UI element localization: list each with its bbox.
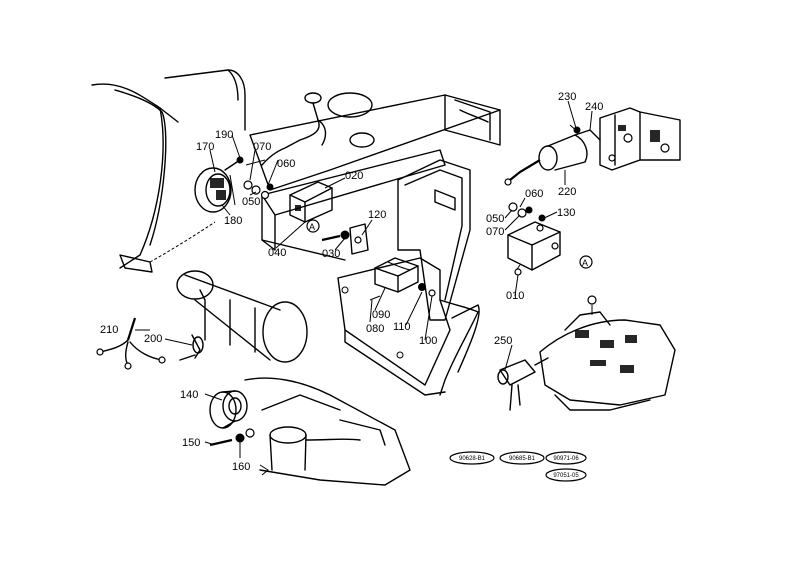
bolt-030 — [321, 230, 350, 242]
ref-letter-a-right: A — [582, 258, 588, 268]
callout-labels: 190 170 070 060 050 180 020 040 030 120 … — [100, 91, 603, 473]
callout-240: 240 — [585, 101, 603, 113]
regulator-020 — [289, 181, 333, 223]
wire-harness — [245, 92, 327, 166]
callout-220: 220 — [558, 186, 576, 198]
part-code-text: 97051-05 — [553, 473, 579, 479]
callout-120: 120 — [368, 209, 386, 221]
part-code-text: 90971-06 — [553, 456, 579, 462]
callout-150: 150 — [182, 437, 200, 449]
callout-050-right: 050 — [486, 213, 504, 225]
callout-020: 020 — [345, 170, 363, 182]
callout-110: 110 — [393, 321, 411, 333]
machine-body-outline — [91, 69, 246, 273]
callout-180: 180 — [224, 215, 242, 227]
part-code-badge: 90971-06 — [545, 451, 587, 465]
callout-070-right: 070 — [486, 226, 504, 238]
reference-letters: A A — [309, 222, 588, 268]
part-code-badges: 90628-B1 90685-B1 90971-06 97051-05 — [449, 451, 587, 482]
leader-lines — [135, 100, 593, 458]
part-code-badge: 90628-B1 — [449, 451, 495, 465]
part-code-text: 90685-B1 — [509, 456, 536, 462]
engine-frame — [249, 92, 501, 396]
sensor-250 — [497, 357, 549, 411]
callout-250: 250 — [494, 335, 512, 347]
callout-090: 090 — [372, 309, 390, 321]
callout-200: 200 — [144, 333, 162, 345]
callout-130: 130 — [557, 207, 575, 219]
part-code-badge: 97051-05 — [545, 468, 587, 482]
callout-010: 010 — [506, 290, 524, 302]
callout-070-left: 070 — [253, 141, 271, 153]
callout-170: 170 — [196, 141, 214, 153]
callout-140: 140 — [180, 389, 198, 401]
callout-030: 030 — [322, 248, 340, 260]
alternator-cylinder — [176, 270, 308, 363]
ref-letter-a-left: A — [309, 222, 315, 232]
callout-210: 210 — [100, 324, 118, 336]
probe-210 — [96, 317, 166, 370]
relay-090 — [369, 257, 419, 301]
callout-230: 230 — [558, 91, 576, 103]
ref-marker-a-left — [306, 219, 320, 233]
engine-block-right — [539, 295, 676, 411]
pulley-140 — [209, 390, 248, 429]
callout-190: 190 — [215, 129, 233, 141]
lower-housing — [244, 377, 411, 486]
callout-050-left: 050 — [242, 196, 260, 208]
connector-200 — [179, 334, 204, 361]
bolt-150-160 — [209, 428, 255, 447]
ref-marker-a-right — [579, 255, 593, 269]
regulator-010 — [507, 214, 561, 276]
callout-080: 080 — [366, 323, 384, 335]
part-code-badge: 90685-B1 — [499, 451, 545, 465]
callout-160: 160 — [232, 461, 250, 473]
solenoid-220 — [504, 124, 601, 186]
callout-060-right: 060 — [525, 188, 543, 200]
part-code-text: 90628-B1 — [459, 456, 486, 462]
flywheel-assembly — [194, 156, 244, 213]
fasteners-left — [243, 180, 274, 200]
callout-040: 040 — [268, 247, 286, 259]
callout-100: 100 — [419, 335, 437, 347]
mount-bracket-240 — [599, 107, 681, 171]
bracket-120 — [349, 223, 369, 255]
callout-060-left: 060 — [277, 158, 295, 170]
